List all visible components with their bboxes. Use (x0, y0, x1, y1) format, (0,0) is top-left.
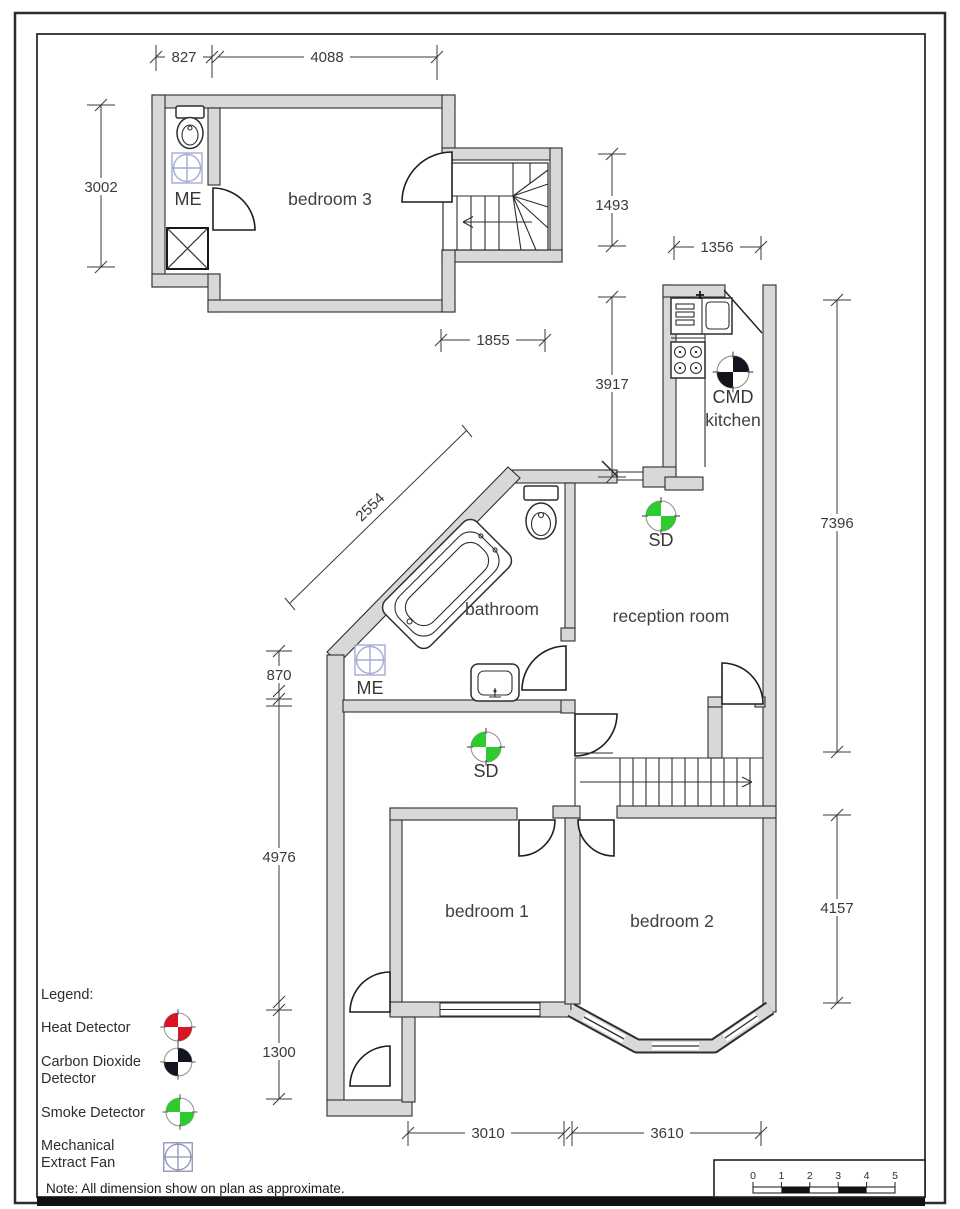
scale-tick-4: 4 (864, 1170, 870, 1182)
door-arc-corridor-upper (349, 971, 391, 1013)
shower-box-icon (166, 227, 209, 270)
bay-window (567, 1001, 775, 1054)
svg-text:1493: 1493 (595, 197, 628, 214)
doors (349, 645, 764, 1087)
dimension-4088: 4088 (211, 45, 444, 80)
door-arc-bathroom (521, 645, 567, 691)
door-arc-bedroom1 (518, 819, 556, 857)
svg-text:827: 827 (171, 49, 196, 66)
room-label-bedroom1: bedroom 1 (445, 901, 529, 921)
dimension-1855: 1855 (434, 329, 552, 352)
room-label-reception: reception room (613, 606, 730, 626)
kitchen-sink-icon (670, 291, 733, 335)
dimension-1300: 1300 (256, 1010, 302, 1106)
marker-sd-hall: SD (473, 761, 498, 781)
dimension-3917: 3917 (589, 290, 635, 484)
me-room-divider-wall (207, 107, 221, 186)
kitchen-counter-line (671, 334, 706, 467)
dimension-1493: 1493 (589, 147, 635, 253)
room-label-bedroom2: bedroom 2 (630, 911, 714, 931)
svg-text:4157: 4157 (820, 900, 853, 917)
legend-label-carbon-dioxide: Carbon Dioxide (41, 1054, 141, 1070)
dimensions: 827 4088 3002 1493 1356 1855 (78, 45, 860, 1146)
marker-me-bathroom: ME (357, 678, 384, 698)
dimension-3010: 3010 (401, 1121, 571, 1146)
legend-label-smoke-detector: Smoke Detector (41, 1105, 145, 1121)
dimension-870: 870 (262, 644, 296, 707)
page-border (13, 11, 947, 1206)
room-label-kitchen: kitchen (705, 410, 760, 430)
dimension-4157: 4157 (814, 808, 860, 1010)
staircase-upper (442, 162, 549, 251)
door-arc-corridor-lower (349, 1045, 391, 1087)
dimension-4976: 4976 (256, 699, 302, 1017)
svg-text:7396: 7396 (820, 515, 853, 532)
room-label-bedroom3: bedroom 3 (288, 189, 372, 209)
stair-direction-arrow (462, 216, 532, 228)
scale-tick-0: 0 (750, 1170, 756, 1182)
dimension-7396: 7396 (814, 293, 860, 759)
marker-sd-reception: SD (648, 530, 673, 550)
svg-text:3917: 3917 (595, 376, 628, 393)
sink-bathroom-icon (470, 663, 520, 702)
dimension-3002: 3002 (78, 98, 124, 274)
internal-window (617, 471, 643, 481)
dimension-3610: 3610 (565, 1121, 768, 1146)
door-arc-me-room (212, 187, 256, 231)
svg-text:3610: 3610 (650, 1125, 683, 1142)
svg-text:870: 870 (266, 667, 291, 684)
legend-label-extract-fan-1: Mechanical (41, 1138, 114, 1154)
scale-tick-1: 1 (778, 1170, 784, 1182)
door-arc-hall-reception (574, 713, 618, 757)
bathtub-icon (381, 518, 513, 650)
mechanical-extract-fan-icon (163, 1142, 193, 1172)
marker-cmd: CMD (713, 387, 754, 407)
toilet-upper-icon (175, 105, 205, 150)
scale-tick-2: 2 (807, 1170, 813, 1182)
door-arc-bedroom3-stairs (401, 151, 453, 203)
dimension-827: 827 (149, 45, 219, 78)
heat-detector-icon (159, 1008, 197, 1046)
carbon-dioxide-detector-icon (159, 1043, 197, 1081)
svg-text:3010: 3010 (471, 1125, 504, 1142)
toilet-bathroom-icon (523, 485, 559, 540)
smoke-detector-icon (161, 1093, 199, 1131)
door-line-kitchen (723, 289, 763, 334)
legend-label-carbon-dioxide-2: Detector (41, 1071, 96, 1087)
svg-text:1855: 1855 (476, 332, 509, 349)
note-text: Note: All dimension show on plan as appr… (46, 1181, 345, 1196)
svg-text:1356: 1356 (700, 239, 733, 256)
window-bedroom1 (439, 1002, 541, 1017)
legend-label-extract-fan-2: Extract Fan (41, 1155, 115, 1171)
svg-text:4976: 4976 (262, 849, 295, 866)
svg-text:4088: 4088 (310, 49, 343, 66)
svg-text:3002: 3002 (84, 179, 117, 196)
staircase-lower (574, 757, 763, 806)
stair-direction-arrow (580, 776, 753, 788)
svg-text:1300: 1300 (262, 1044, 295, 1061)
bottom-bar (37, 1197, 925, 1206)
scale-tick-5: 5 (892, 1170, 898, 1182)
tap-icon (696, 291, 704, 299)
room-label-bathroom: bathroom (465, 599, 539, 619)
legend-label-heat-detector: Heat Detector (41, 1020, 131, 1036)
scale-tick-3: 3 (835, 1170, 841, 1182)
legend-title: Legend: (41, 987, 93, 1003)
legend: Legend: Heat Detector Carbon Dioxide Det… (41, 987, 199, 1172)
door-arc-bedroom2 (577, 819, 615, 857)
extract-fan-icon-upper (171, 152, 203, 184)
marker-me-upper: ME (175, 189, 202, 209)
extract-fan-icon-bathroom (354, 644, 386, 676)
scale-bar: 0 1 2 3 4 5 (713, 1159, 926, 1198)
dimension-1356: 1356 (667, 236, 768, 260)
stove-icon (670, 341, 706, 379)
door-arc-reception-rear (721, 662, 764, 705)
